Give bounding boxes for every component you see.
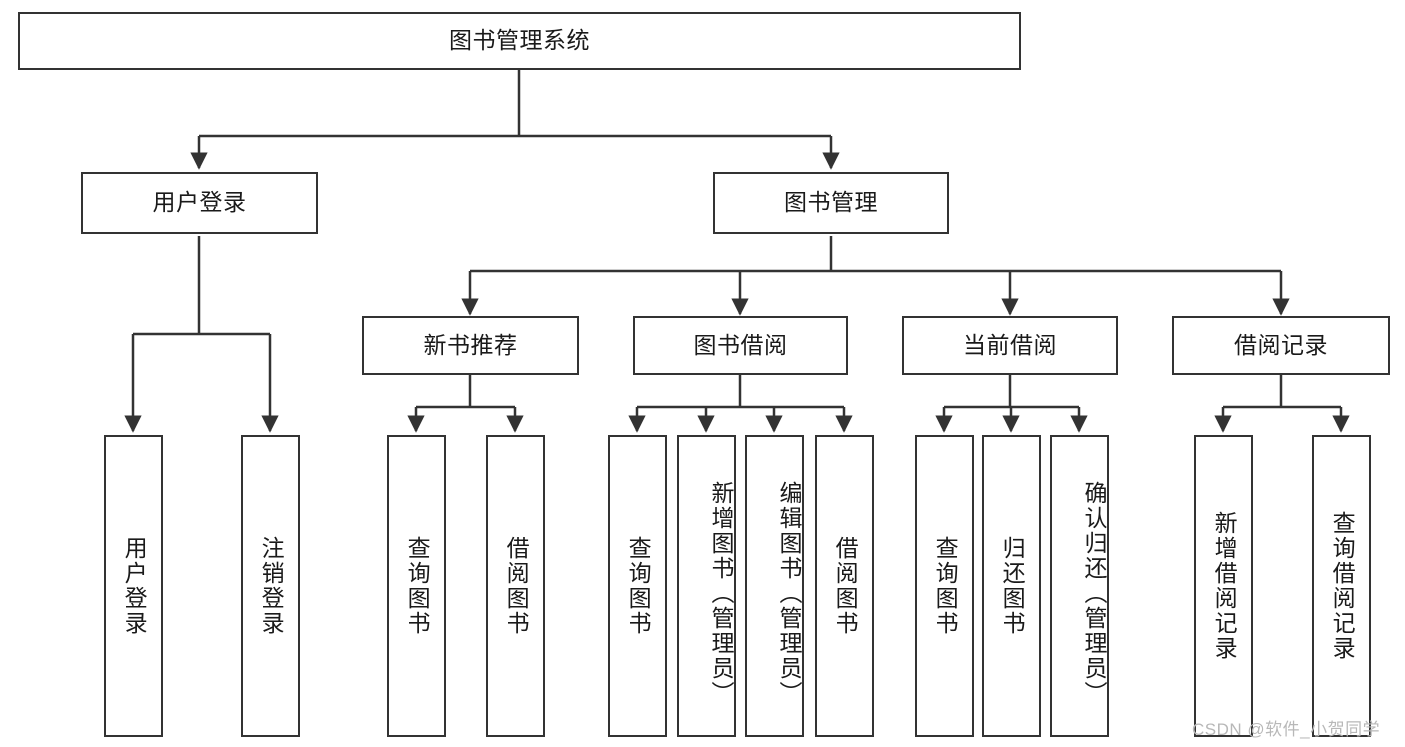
node-label: 编辑图书（管理员） bbox=[776, 480, 802, 706]
node-book-borrow[interactable]: 图书借阅 bbox=[633, 316, 848, 375]
node-label: 查询图书 bbox=[404, 536, 431, 636]
node-label: 确认归还（管理员） bbox=[1081, 480, 1107, 706]
node-label: 新增图书（管理员） bbox=[708, 480, 734, 706]
node-label: 借阅图书 bbox=[503, 536, 530, 636]
leaf-query-book-current[interactable]: 查询图书 bbox=[915, 435, 974, 737]
leaf-confirm-return[interactable]: 确认归还（管理员） bbox=[1050, 435, 1109, 737]
node-label: 新增借阅记录 bbox=[1211, 511, 1238, 661]
node-new-book-recommend[interactable]: 新书推荐 bbox=[362, 316, 579, 375]
leaf-add-borrow-record[interactable]: 新增借阅记录 bbox=[1194, 435, 1253, 737]
node-book-management-system[interactable]: 图书管理系统 bbox=[18, 12, 1021, 70]
leaf-query-book-recommend[interactable]: 查询图书 bbox=[387, 435, 446, 737]
node-label: 用户登录 bbox=[152, 189, 247, 216]
leaf-edit-book[interactable]: 编辑图书（管理员） bbox=[745, 435, 804, 737]
node-borrow-record[interactable]: 借阅记录 bbox=[1172, 316, 1390, 375]
node-label: 新书推荐 bbox=[423, 331, 518, 358]
leaf-add-book[interactable]: 新增图书（管理员） bbox=[677, 435, 736, 737]
node-book-management[interactable]: 图书管理 bbox=[713, 172, 949, 234]
node-label: 查询图书 bbox=[932, 536, 959, 636]
node-label: 查询图书 bbox=[625, 536, 652, 636]
node-label: 图书管理系统 bbox=[449, 27, 590, 54]
node-label: 借阅图书 bbox=[832, 536, 859, 636]
node-label: 归还图书 bbox=[999, 536, 1026, 636]
node-label: 用户登录 bbox=[121, 536, 148, 636]
leaf-logout-login[interactable]: 注销登录 bbox=[241, 435, 300, 737]
leaf-borrow-book-recommend[interactable]: 借阅图书 bbox=[486, 435, 545, 737]
leaf-return-book[interactable]: 归还图书 bbox=[982, 435, 1041, 737]
node-user-login[interactable]: 用户登录 bbox=[81, 172, 318, 234]
node-current-borrow[interactable]: 当前借阅 bbox=[902, 316, 1118, 375]
node-label: 图书借阅 bbox=[693, 331, 788, 358]
node-label: 当前借阅 bbox=[963, 331, 1057, 358]
node-label: 借阅记录 bbox=[1234, 331, 1328, 358]
csdn-watermark: CSDN @软件_小贺同学 bbox=[1192, 720, 1381, 739]
node-label: 查询借阅记录 bbox=[1329, 511, 1356, 661]
leaf-query-borrow-record[interactable]: 查询借阅记录 bbox=[1312, 435, 1371, 737]
leaf-borrow-book[interactable]: 借阅图书 bbox=[815, 435, 874, 737]
node-label: 注销登录 bbox=[258, 536, 285, 636]
node-label: 图书管理 bbox=[784, 189, 878, 216]
leaf-user-login[interactable]: 用户登录 bbox=[104, 435, 163, 737]
leaf-query-book-borrow[interactable]: 查询图书 bbox=[608, 435, 667, 737]
